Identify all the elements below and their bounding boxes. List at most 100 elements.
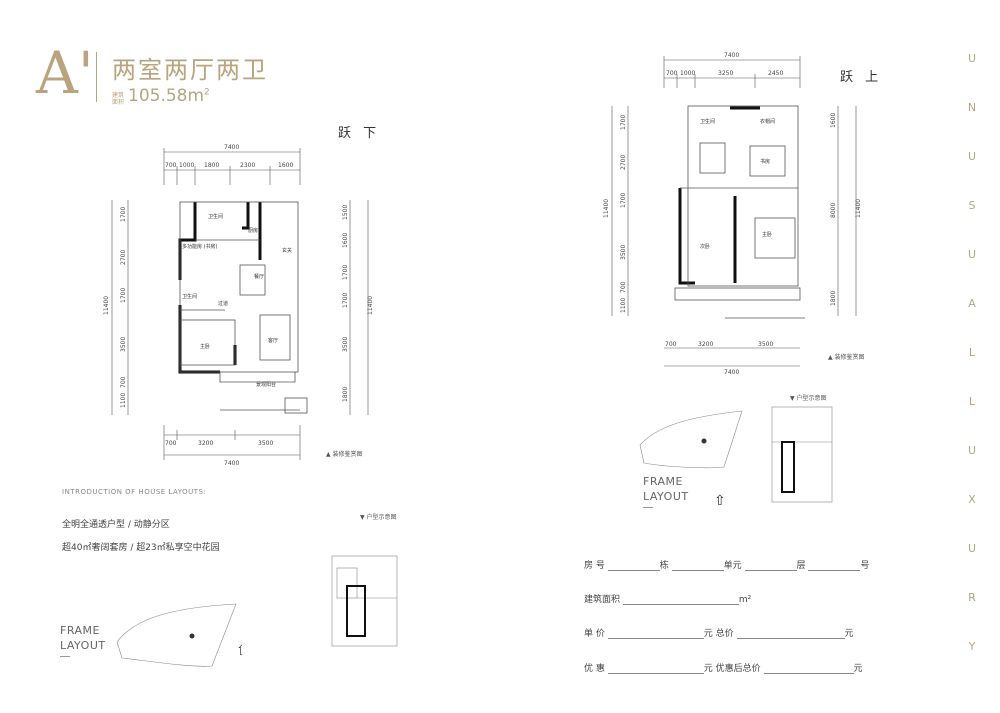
room-bath-2: 卫生间 bbox=[182, 293, 197, 300]
room-kitchen: 厨房 bbox=[248, 227, 258, 234]
room-dining: 餐厅 bbox=[254, 273, 264, 280]
frame-left-note: ▼ 户型示意图 bbox=[360, 514, 397, 521]
upper-floor-plan: 7400 700 1000 3250 2450 11400 1700 2700 … bbox=[603, 52, 862, 376]
dim-right-total: 11400 bbox=[367, 296, 374, 315]
up-dim-right-2: 8000 bbox=[830, 203, 837, 218]
north-arrow-icon: ⇧ bbox=[236, 643, 242, 659]
area-value: 105.58m2 bbox=[128, 86, 210, 106]
area-label: 建筑面积 bbox=[112, 92, 125, 106]
up-dim-right-3: 1800 bbox=[830, 291, 837, 306]
room-foyer: 玄关 bbox=[282, 247, 292, 254]
vertical-letter: U bbox=[967, 248, 977, 261]
frame-right-site-map: ⇧ bbox=[639, 410, 743, 507]
dim-top-3: 1800 bbox=[204, 162, 219, 169]
dim-bottom-1: 700 bbox=[165, 440, 177, 447]
dim-right-3: 1700 bbox=[342, 265, 349, 280]
up-dim-top-total: 7400 bbox=[724, 52, 739, 59]
form-room-row: 房 号 栋 单元 层 号 bbox=[584, 561, 870, 571]
up-dim-right-total: 11400 bbox=[855, 199, 862, 218]
up-room-bath: 卫生间 bbox=[700, 118, 715, 125]
vertical-letter: S bbox=[968, 199, 976, 212]
dim-right-5: 3500 bbox=[342, 337, 349, 352]
up-dim-bottom-total: 7400 bbox=[724, 369, 739, 376]
upper-floor-label: 跃 上 bbox=[840, 70, 883, 85]
title-divider bbox=[96, 52, 97, 102]
up-room-closet: 衣帽间 bbox=[760, 118, 775, 125]
room-living: 客厅 bbox=[268, 337, 278, 344]
up-room-master: 主卧 bbox=[762, 231, 772, 238]
dim-left-3: 1700 bbox=[120, 288, 127, 303]
lower-floor-note: ▲ 装修鉴赏图 bbox=[326, 451, 363, 458]
up-dim-right-1: 1600 bbox=[830, 113, 837, 128]
dim-bottom-2: 3200 bbox=[198, 440, 213, 447]
vertical-letter: U bbox=[967, 52, 977, 65]
dim-right-2: 1600 bbox=[342, 233, 349, 248]
dim-left-4: 3500 bbox=[120, 337, 127, 352]
vertical-letter: L bbox=[968, 346, 976, 359]
room-bath-1: 卫生间 bbox=[208, 213, 223, 220]
layout-name: 两室两厅两卫 bbox=[112, 56, 268, 84]
dim-bottom-3: 3500 bbox=[258, 440, 273, 447]
dim-top-total: 7400 bbox=[224, 144, 239, 151]
vertical-letter: U bbox=[967, 444, 977, 457]
up-dim-left-2: 2700 bbox=[620, 155, 627, 170]
unit-letter: A' bbox=[36, 39, 94, 107]
frame-left-unit-map bbox=[331, 555, 398, 647]
up-dim-left-3: 1700 bbox=[620, 193, 627, 208]
vertical-letter: U bbox=[967, 150, 977, 163]
frame-right-unit-map bbox=[771, 406, 833, 503]
dim-left-1: 1700 bbox=[120, 207, 127, 222]
dim-right-1: 1500 bbox=[342, 205, 349, 220]
dim-left-6: 1100 bbox=[120, 393, 127, 408]
dim-bottom-total: 7400 bbox=[224, 460, 239, 467]
vertical-letter: R bbox=[968, 591, 976, 604]
dim-left-2: 2700 bbox=[120, 250, 127, 265]
form-area-row: 建筑面积 m² bbox=[584, 595, 752, 605]
dim-right-4: 1700 bbox=[342, 293, 349, 308]
vertical-letter: X bbox=[968, 493, 976, 506]
dim-right-6: 1800 bbox=[342, 387, 349, 402]
up-dim-bottom-3: 3500 bbox=[758, 341, 773, 348]
up-dim-top-1: 700 bbox=[666, 70, 678, 77]
room-corridor: 过道 bbox=[218, 300, 228, 307]
up-room-study: 书房 bbox=[760, 158, 770, 165]
vertical-letter: U bbox=[967, 542, 977, 555]
up-dim-left-1: 1700 bbox=[620, 115, 627, 130]
frame-left-site-map: ⇧ bbox=[116, 603, 242, 667]
lower-floor-label: 跃 下 bbox=[338, 126, 381, 141]
vertical-letter: Y bbox=[968, 640, 976, 653]
form-price-row: 单 价 元 总价 元 bbox=[584, 629, 854, 639]
dim-top-1: 700 bbox=[165, 162, 177, 169]
up-dim-left-total: 11400 bbox=[603, 199, 610, 218]
dim-top-4: 2300 bbox=[240, 162, 255, 169]
intro-line-2: 超40㎡奢阔套房 / 超23㎡私享空中花园 bbox=[62, 543, 220, 553]
vertical-letter: A bbox=[968, 297, 976, 310]
up-room-second: 次卧 bbox=[700, 243, 710, 250]
room-balcony: 景观阳台 bbox=[256, 381, 276, 388]
dim-left-5: 700 bbox=[120, 376, 127, 388]
up-dim-top-2: 1000 bbox=[680, 70, 695, 77]
up-dim-top-4: 2450 bbox=[768, 70, 783, 77]
intro-line-1: 全明全通透户型 / 动静分区 bbox=[62, 520, 170, 530]
form-discount-row: 优 惠 元 优惠后总价 元 bbox=[584, 664, 863, 674]
intro-title: INTRODUCTION OF HOUSE LAYOUTS: bbox=[62, 488, 207, 496]
up-dim-left-5: 700 bbox=[620, 281, 627, 293]
dim-top-5: 1600 bbox=[278, 162, 293, 169]
upper-floor-note: ▲ 装修鉴赏图 bbox=[828, 354, 865, 361]
dim-left-total: 11400 bbox=[103, 296, 110, 315]
up-dim-top-3: 3250 bbox=[718, 70, 733, 77]
north-arrow-icon-right: ⇧ bbox=[714, 493, 726, 507]
frame-right-note: ▼ 户型示意图 bbox=[790, 395, 827, 402]
up-dim-bottom-2: 3200 bbox=[698, 341, 713, 348]
up-dim-left-6: 1100 bbox=[620, 298, 627, 313]
up-dim-bottom-1: 700 bbox=[665, 341, 677, 348]
up-dim-left-4: 3500 bbox=[620, 245, 627, 260]
vertical-letter: L bbox=[968, 395, 976, 408]
room-multi: 多功能房 (书房) bbox=[182, 243, 218, 250]
room-master: 主卧 bbox=[200, 343, 210, 350]
lower-floor-plan: 7400 700 1000 1800 2300 1600 11400 1700 … bbox=[103, 144, 374, 467]
dim-top-2: 1000 bbox=[179, 162, 194, 169]
vertical-letter: N bbox=[967, 101, 977, 114]
